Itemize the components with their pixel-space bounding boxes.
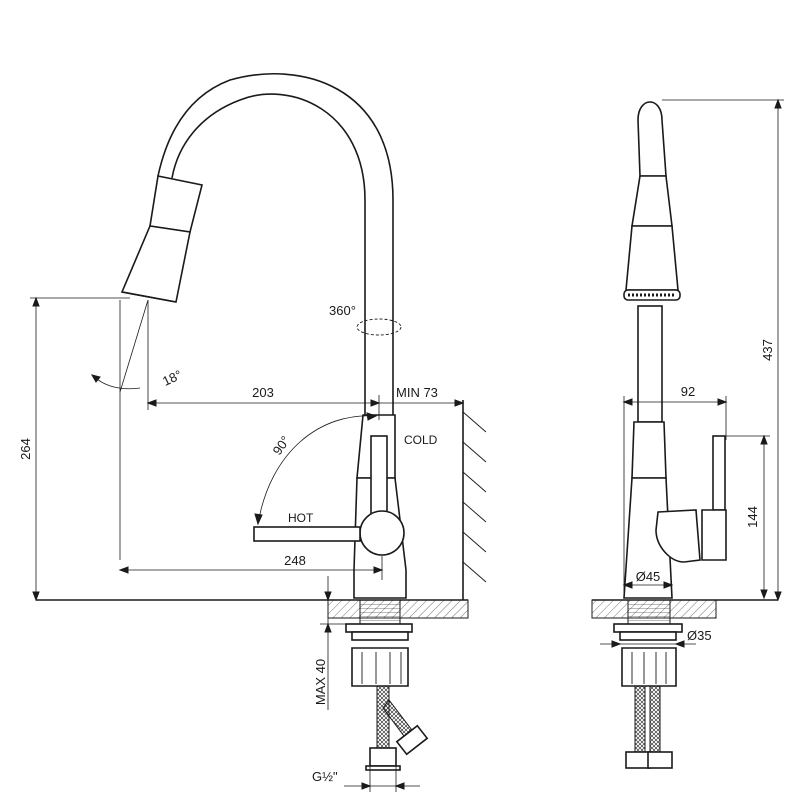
reach-203-label: 203 (252, 385, 274, 400)
dimension-max-40: MAX 40 (313, 576, 346, 710)
spray-head-lower (120, 225, 191, 303)
height-437-label: 437 (760, 339, 775, 361)
lever-hub (359, 510, 405, 556)
min-73-label: MIN 73 (396, 385, 438, 400)
side-body (623, 435, 727, 599)
spout-angle-label: 18° (160, 367, 184, 389)
side-lever-handle (712, 435, 726, 511)
spray-head-upper (149, 175, 203, 233)
dimension-203: 203 (146, 300, 381, 410)
height-264-label: 264 (18, 438, 33, 460)
mount-diameter-label: Ø35 (687, 628, 712, 643)
dimension-144: 144 (726, 434, 770, 600)
thread-label: G½" (312, 769, 338, 784)
hot-label: HOT (288, 511, 314, 525)
side-mounting-hardware (613, 599, 683, 769)
dimension-d45: Ø45 (622, 569, 674, 589)
cold-label: COLD (404, 433, 438, 447)
dimension-min-73: MIN 73 (378, 385, 465, 420)
side-spout (623, 101, 681, 479)
swivel-indicator (356, 318, 402, 336)
mounting-hardware (345, 599, 429, 771)
dimension-thread: G½" (312, 760, 420, 792)
side-view: 437 92 144 Ø45 (591, 98, 784, 769)
base-diameter-label: Ø45 (636, 569, 661, 584)
lever-angle-label: 90° (270, 433, 294, 458)
spout-angle: 18° (90, 299, 184, 560)
dimension-437: 437 (662, 98, 784, 602)
dimension-92: 92 (622, 384, 728, 598)
faucet-body (253, 414, 407, 599)
max-40-label: MAX 40 (313, 659, 328, 705)
front-view: 264 18° 203 MIN 73 360° (18, 73, 487, 792)
dimension-d35: Ø35 (600, 628, 712, 648)
depth-92-label: 92 (681, 384, 695, 399)
side-countertop (591, 599, 778, 619)
spout (120, 73, 394, 415)
lever-144-label: 144 (745, 506, 760, 528)
side-lever-hub (655, 509, 701, 563)
dimension-248: 248 (118, 553, 384, 580)
dimension-264: 264 (18, 296, 130, 602)
swivel-label: 360° (329, 303, 356, 318)
lever-reach-248-label: 248 (284, 553, 306, 568)
hot-lever (253, 526, 361, 542)
